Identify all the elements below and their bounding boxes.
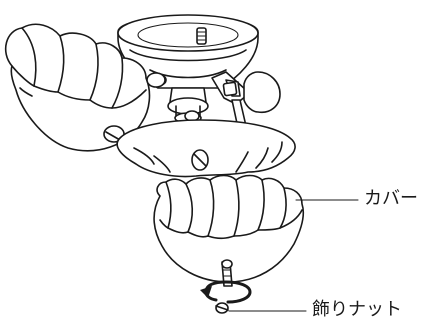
left-shade — [4, 23, 151, 152]
threaded-rod — [221, 259, 233, 287]
light-bulb — [211, 71, 281, 141]
cover-shade — [153, 174, 305, 283]
decorative-nut-label: 飾りナット — [312, 299, 402, 320]
cover-label: カバー — [364, 188, 418, 209]
rotate-arrow-icon — [200, 280, 252, 304]
decorative-nut — [215, 302, 229, 314]
ceiling-canopy — [117, 14, 259, 89]
middle-shade — [116, 119, 296, 178]
